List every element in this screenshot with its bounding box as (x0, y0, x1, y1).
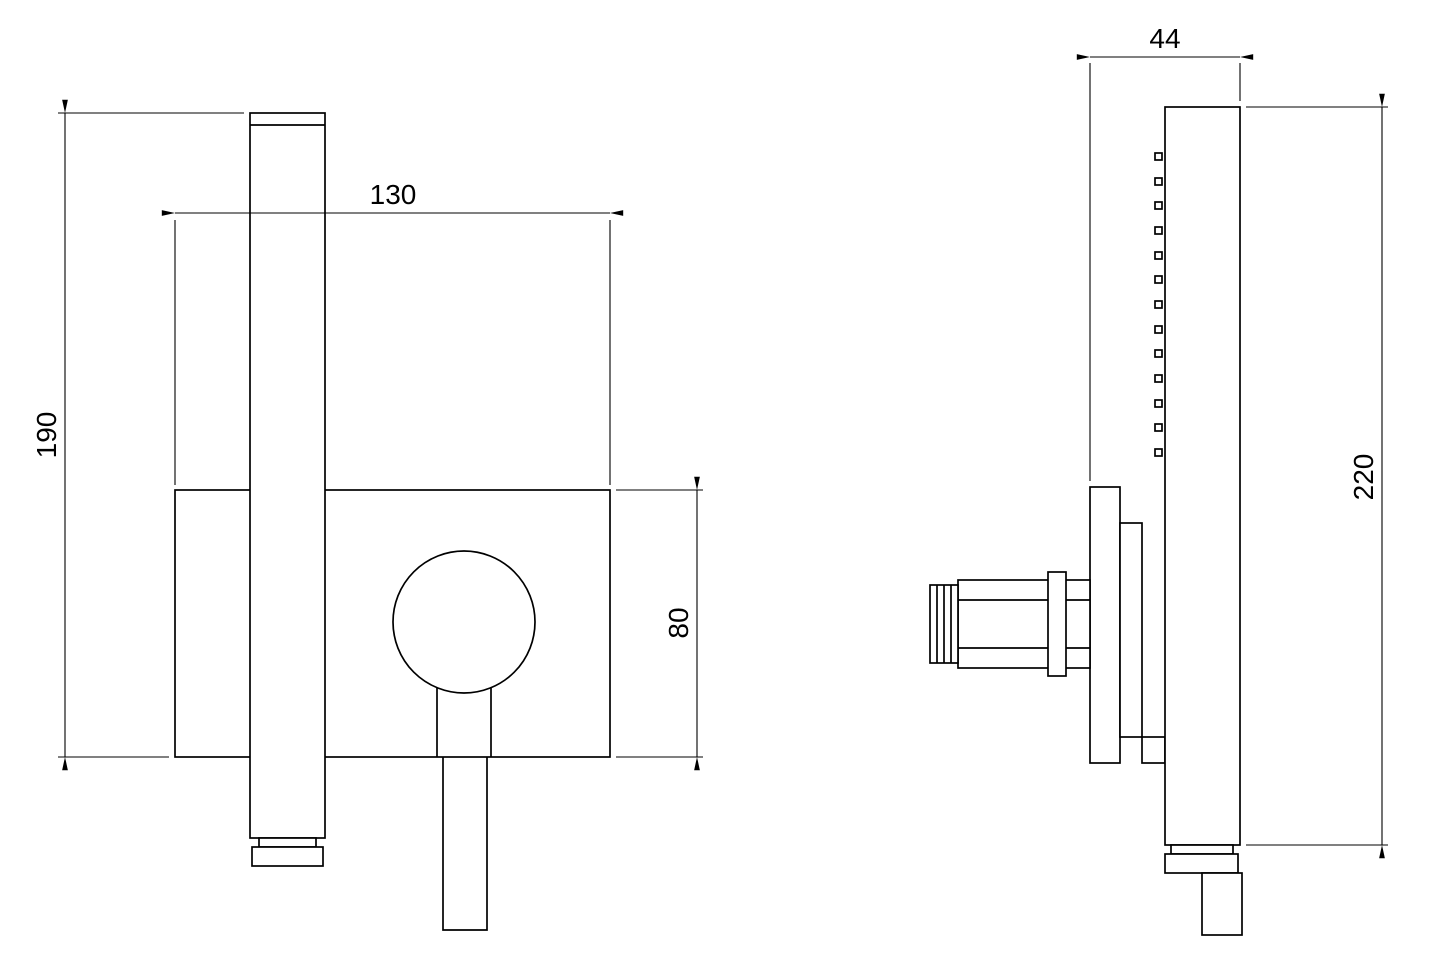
side-height-dimension-label: 220 (1348, 454, 1379, 501)
side-view: 44 220 (929, 23, 1388, 936)
front-height-dimension-label: 190 (31, 412, 62, 459)
wand-hose-collar (251, 846, 324, 867)
dimension-depth-44: 44 (1076, 23, 1254, 481)
hand-shower-side (1164, 106, 1243, 936)
valve-body-side (1119, 522, 1143, 738)
handle-lever (1047, 571, 1067, 677)
side-depth-dimension-label: 44 (1149, 23, 1180, 54)
spray-nozzles (1154, 152, 1163, 457)
drawing-root: 130 190 80 (31, 23, 1388, 936)
wand-neck (258, 837, 317, 848)
dimension-height-220: 220 (1246, 93, 1388, 859)
front-width-dimension-label: 130 (370, 179, 417, 210)
dimension-plate-height-80: 80 (616, 476, 703, 771)
wall-plate-side (1089, 486, 1121, 764)
plate-height-dimension-label: 80 (663, 607, 694, 638)
wand-hose-collar-side (1164, 853, 1239, 874)
handle-housing (957, 579, 1091, 669)
hose-outlet-side (1201, 872, 1243, 936)
control-knob (392, 550, 536, 694)
spout-front (442, 757, 488, 931)
spout-stub-front (436, 688, 492, 757)
handle-knob (929, 584, 959, 664)
valve-handle-side (929, 571, 1091, 677)
hand-shower-front (249, 112, 326, 867)
holder-bracket-side (1141, 736, 1166, 764)
dimension-height-190: 190 (31, 99, 244, 771)
dimension-width-130: 130 (161, 179, 624, 485)
wand-neck-side (1170, 844, 1234, 855)
front-view: 130 190 80 (31, 99, 703, 931)
